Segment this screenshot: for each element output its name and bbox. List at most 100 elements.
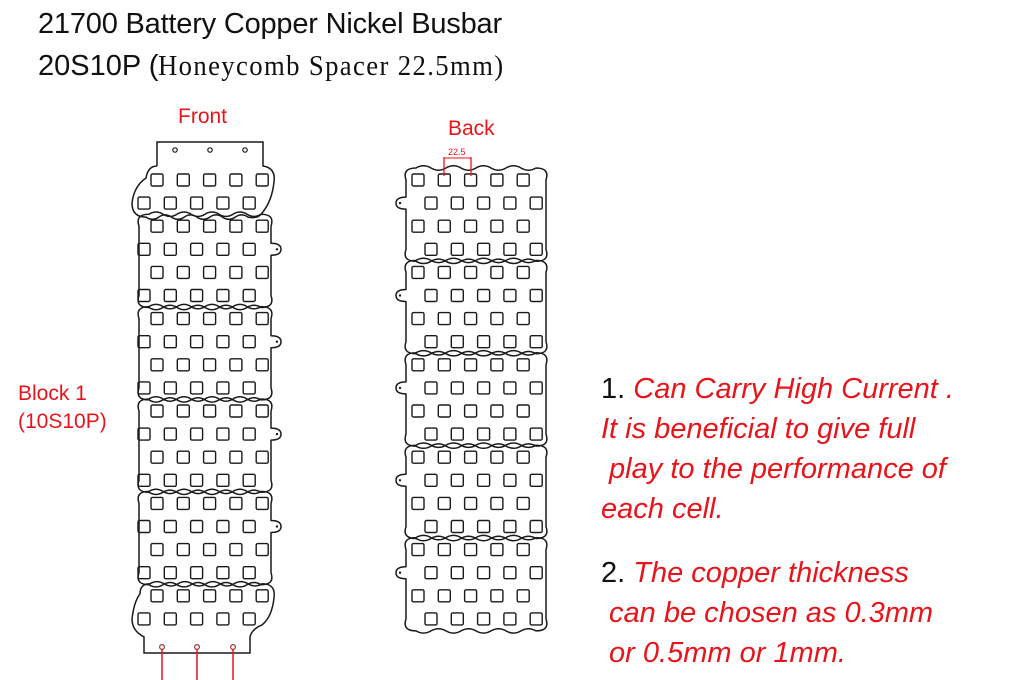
cell-hole xyxy=(516,173,530,187)
cell-hole xyxy=(255,496,269,511)
mount-hole xyxy=(159,643,166,650)
cell-hole xyxy=(137,473,151,487)
cell-hole xyxy=(229,311,243,326)
cell-hole xyxy=(463,265,478,280)
cell-hole xyxy=(450,566,464,580)
cell-hole xyxy=(450,381,464,395)
cell-hole xyxy=(529,381,543,395)
cell-hole xyxy=(255,589,269,603)
cell-hole xyxy=(516,542,530,557)
cell-hole xyxy=(242,335,256,349)
cell-hole xyxy=(176,219,191,233)
cell-hole xyxy=(202,311,217,326)
cell-hole xyxy=(202,219,217,233)
sense-hole xyxy=(398,294,402,297)
cell-hole xyxy=(411,404,425,418)
cell-hole xyxy=(176,450,191,464)
cell-hole xyxy=(150,265,164,280)
cell-hole xyxy=(150,496,164,511)
cell-hole xyxy=(163,288,178,303)
cell-hole xyxy=(529,612,543,626)
mount-hole xyxy=(172,147,178,153)
cell-hole xyxy=(229,219,243,233)
cell-hole xyxy=(450,612,464,626)
cell-hole xyxy=(424,519,438,534)
cell-hole xyxy=(189,288,204,303)
cell-hole xyxy=(202,404,217,418)
cell-hole xyxy=(150,173,164,187)
note-number: 2. xyxy=(601,557,626,589)
cell-hole xyxy=(202,173,217,187)
cell-hole xyxy=(202,450,217,464)
cell-hole xyxy=(163,196,178,210)
cell-hole xyxy=(503,196,517,210)
cell-hole xyxy=(424,288,438,303)
mount-hole xyxy=(230,643,237,650)
cell-hole xyxy=(411,173,425,187)
cell-hole xyxy=(503,566,517,580)
cell-hole xyxy=(229,542,243,557)
cell-hole xyxy=(150,589,164,603)
spacer-detail: Honeycomb Spacer 22.5mm) xyxy=(158,50,505,82)
cell-hole xyxy=(255,311,269,326)
cell-hole xyxy=(242,427,256,441)
cell-hole xyxy=(137,242,151,257)
cell-hole xyxy=(476,519,491,534)
busbar-plate xyxy=(395,442,548,542)
cell-hole xyxy=(189,473,204,487)
cell-hole xyxy=(437,589,451,603)
cell-hole xyxy=(476,335,491,349)
cell-hole xyxy=(189,612,204,626)
cell-hole xyxy=(216,473,230,487)
cell-hole xyxy=(176,589,191,603)
cell-hole xyxy=(242,242,256,257)
cell-hole xyxy=(150,311,164,326)
cell-hole xyxy=(137,381,151,395)
cell-hole xyxy=(437,404,451,418)
cell-hole xyxy=(424,335,438,349)
cell-hole xyxy=(450,242,464,257)
cell-hole xyxy=(216,427,230,441)
cell-hole xyxy=(503,242,517,257)
front-busbar-view xyxy=(131,141,282,680)
cell-hole xyxy=(137,427,151,441)
cell-hole xyxy=(516,265,530,280)
mount-hole xyxy=(194,643,201,650)
cell-hole xyxy=(529,519,543,534)
cell-hole xyxy=(516,589,530,603)
cell-hole xyxy=(137,196,151,210)
cell-hole xyxy=(255,265,269,280)
cell-hole xyxy=(216,242,230,257)
cell-hole xyxy=(229,358,243,372)
cell-hole xyxy=(516,358,530,372)
cell-hole xyxy=(150,219,164,233)
busbar-plate xyxy=(137,211,282,311)
cell-hole xyxy=(189,427,204,441)
cell-hole xyxy=(424,473,438,487)
sense-hole xyxy=(398,571,402,574)
sense-hole xyxy=(398,201,402,205)
cell-hole xyxy=(189,242,204,257)
cell-hole xyxy=(476,473,491,487)
cell-hole xyxy=(216,196,230,210)
busbar-plate xyxy=(137,396,282,496)
cell-hole xyxy=(202,358,217,372)
cell-hole xyxy=(242,566,256,580)
block-label: Block 1 (10S10P) xyxy=(18,380,107,436)
cell-hole xyxy=(529,196,543,210)
cell-hole xyxy=(163,519,178,534)
cell-hole xyxy=(463,219,478,233)
cell-hole xyxy=(476,381,491,395)
cell-hole xyxy=(176,173,191,187)
cell-hole xyxy=(176,542,191,557)
cell-hole xyxy=(150,404,164,418)
cell-hole xyxy=(437,542,451,557)
cell-hole xyxy=(216,381,230,395)
cell-hole xyxy=(189,335,204,349)
cell-hole xyxy=(463,496,478,511)
cell-hole xyxy=(516,219,530,233)
cell-hole xyxy=(529,288,543,303)
cell-hole xyxy=(529,427,543,441)
cell-hole xyxy=(437,496,451,511)
